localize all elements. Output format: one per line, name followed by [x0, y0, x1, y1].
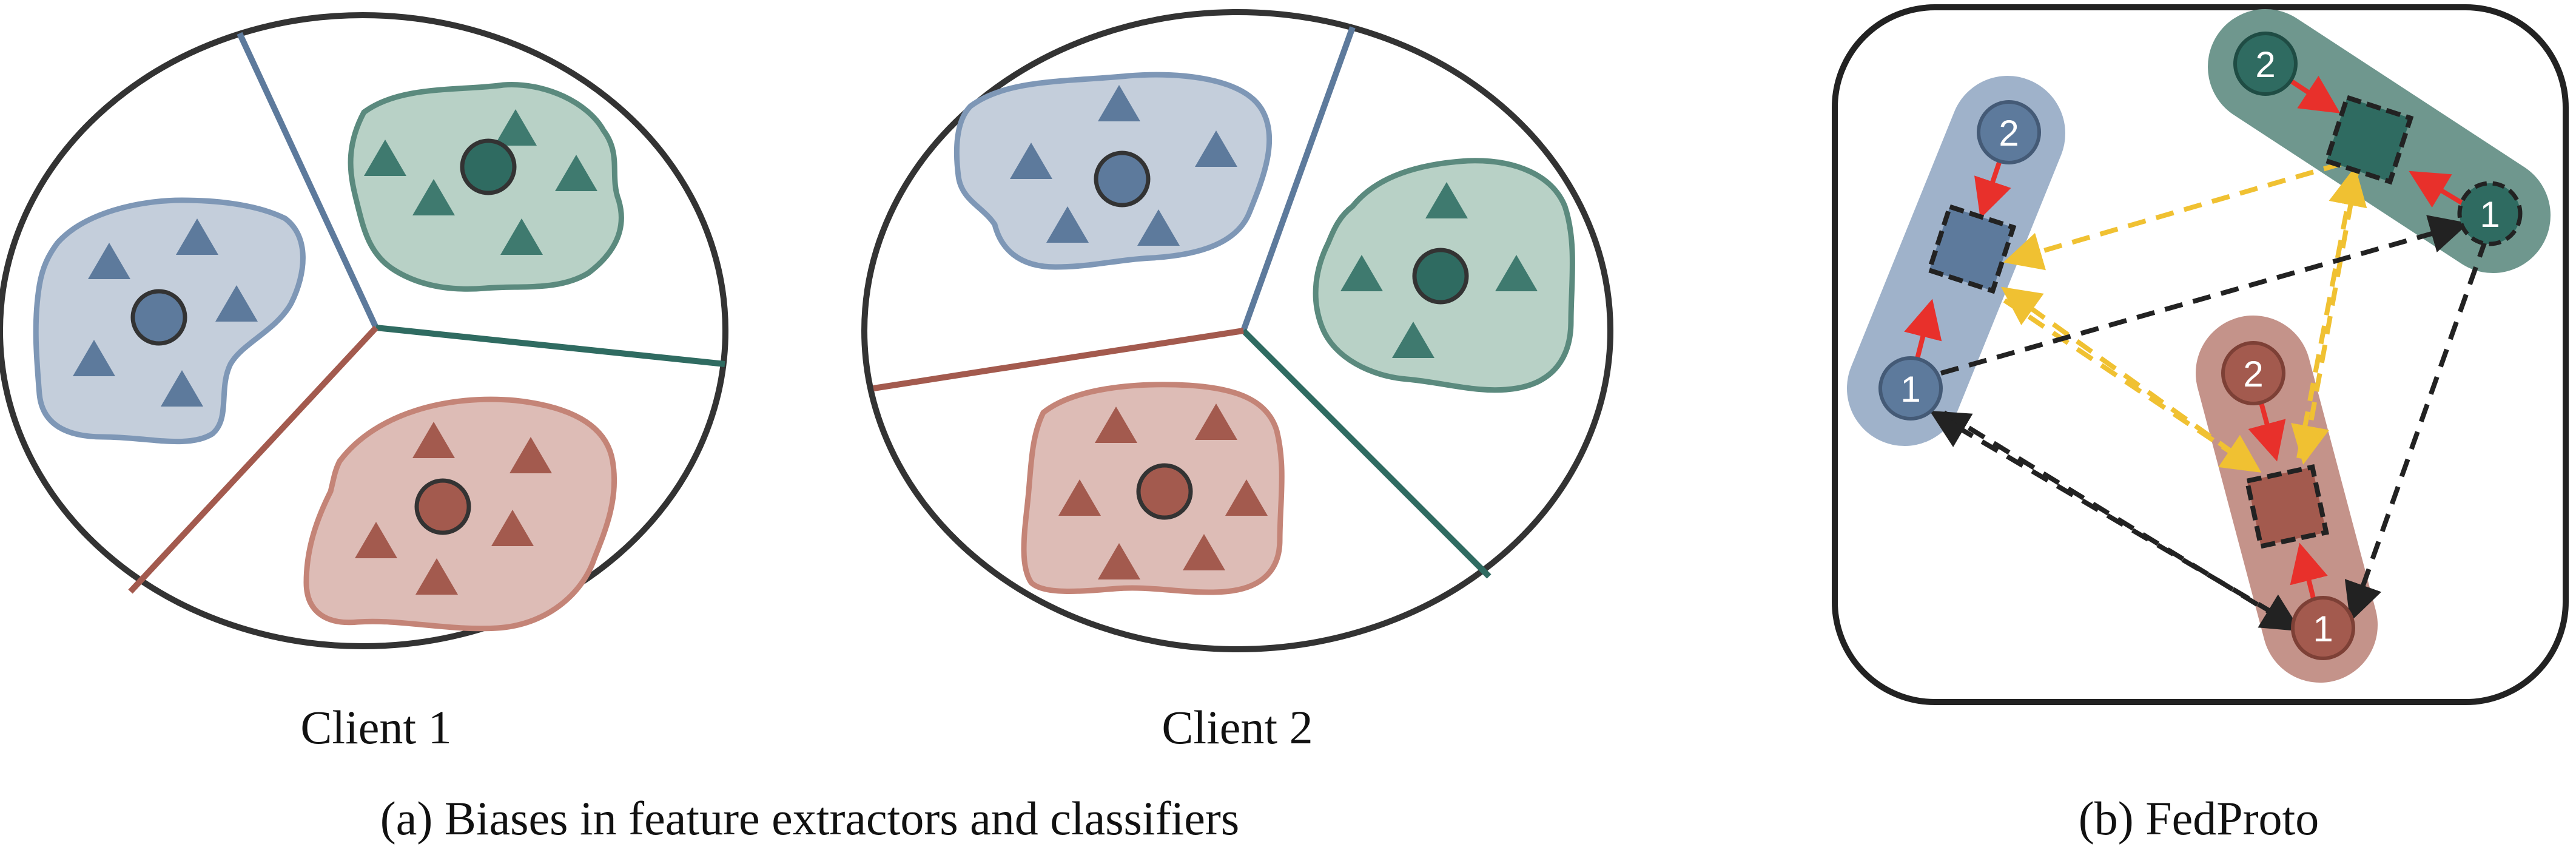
cross-arrow-blue-to-green: [1940, 215, 2469, 376]
red-local-arrow-1: [2290, 542, 2328, 601]
client-2-divider-blue: [1240, 26, 1356, 332]
client-2-diagram: [861, 9, 1613, 652]
blue-global-prototype: [1926, 203, 2017, 294]
client-1-prototype-green: [460, 138, 517, 195]
svg-text:2: 2: [2243, 354, 2263, 394]
green-prototype-1: 1: [2457, 181, 2523, 246]
global-arrow-red-to-green: [2296, 166, 2367, 459]
red-prototype-1: 1: [2291, 596, 2355, 660]
client-2-prototype-red: [1136, 463, 1193, 520]
client-1-diagram: [0, 12, 728, 649]
global-arrow-blue-to-red: [2003, 298, 2262, 473]
svg-text:2: 2: [1999, 113, 2019, 154]
caption-b: (b) FedProto: [2079, 792, 2319, 845]
client-2-prototype-blue: [1094, 150, 1151, 208]
client-1-divider-blue: [237, 32, 379, 329]
client-1-cluster-red: [303, 396, 617, 632]
green-local-arrow-2: [2288, 75, 2341, 113]
global-arrow-red-to-blue: [2000, 286, 2259, 473]
svg-text:1: 1: [2313, 609, 2333, 649]
red-local-arrow-2: [2248, 399, 2286, 462]
red-prototype-2: 2: [2221, 341, 2285, 405]
caption-a: (a) Biases in feature extractors and cla…: [380, 792, 1239, 845]
red-global-prototype: [2244, 464, 2329, 549]
client-1-prototype-red: [414, 478, 471, 535]
blue-local-arrow-1: [1904, 299, 1942, 362]
client-1-cluster-green: [348, 82, 624, 292]
green-global-prototype: [2323, 94, 2414, 185]
client-2-cluster-red: [1021, 382, 1285, 595]
green-prototype-2: 2: [2233, 32, 2298, 96]
client-1-cluster-blue: [33, 197, 306, 445]
client-2-divider-green: [1241, 328, 1491, 579]
client-1-divider-red: [128, 325, 378, 594]
svg-text:1: 1: [2480, 194, 2500, 235]
client-2-prototype-green: [1412, 248, 1469, 305]
client-2-cluster-green: [1313, 158, 1575, 393]
client-1-label: Client 1: [300, 701, 451, 754]
blue-local-arrow-2: [1974, 158, 2011, 219]
blue-prototype-1: 1: [1878, 356, 1943, 421]
client-2-label: Client 2: [1162, 701, 1313, 754]
cross-arrow-blue-to-red: [1942, 410, 2301, 632]
green-local-arrow-1: [2409, 171, 2464, 208]
client-1-divider-green: [375, 325, 725, 367]
blue-prototype-2: 2: [1977, 100, 2041, 164]
fedproto-panel: 2 1 2 1 2 1: [1832, 4, 2569, 705]
client-2-divider-red: [873, 328, 1244, 391]
svg-text:1: 1: [1900, 369, 1920, 410]
global-arrow-green-to-red: [2291, 172, 2359, 465]
cross-arrow-green-to-red: [2344, 238, 2488, 623]
client-1-prototype-blue: [130, 289, 187, 346]
client-2-cluster-blue: [953, 72, 1273, 270]
svg-text:2: 2: [2255, 44, 2275, 85]
